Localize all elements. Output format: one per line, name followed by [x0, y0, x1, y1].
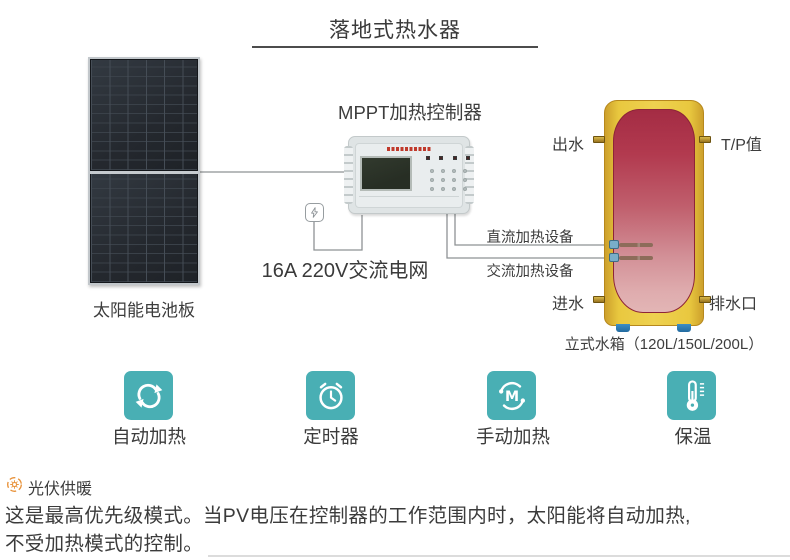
dc-heater-element-cap: [609, 240, 619, 249]
tank-caption: 立式水箱（120L/150L/200L）: [564, 336, 764, 353]
controller-label: MPPT加热控制器: [338, 102, 482, 123]
feature-manual-heating-label: 手动加热: [475, 426, 550, 447]
lightning-icon: [305, 203, 324, 222]
controller-indicator-leds: [426, 156, 470, 160]
note-body-line1: 这是最高优先级模式。当PV电压在控制器的工作范围内时，太阳能将自动加热,: [5, 505, 691, 527]
ac-heater-element-cap: [609, 253, 619, 262]
outlet-fitting: [593, 136, 605, 143]
mppt-controller-device: [344, 136, 474, 214]
tank-foot-right: [677, 324, 691, 332]
controller-lcd-screen: [360, 156, 412, 191]
solar-cells-upper: [91, 60, 197, 170]
controller-heatsink-right: [465, 146, 474, 204]
note-body-line2: 不受加热模式的控制。: [5, 533, 204, 555]
solar-panel-divider: [90, 171, 198, 174]
controller-panel-divider: [359, 196, 459, 197]
sun-icon: [6, 476, 23, 493]
tank-foot-left: [616, 324, 630, 332]
sync-icon: [124, 371, 173, 420]
water-tank-body: [613, 109, 695, 313]
dc-heater-element-rod: [619, 243, 653, 247]
feature-auto-heating-label: 自动加热: [111, 426, 186, 447]
manual-mode-icon: M: [487, 371, 536, 420]
thermometer-icon: [667, 371, 716, 420]
feature-timer-label: 定时器: [303, 426, 359, 447]
controller-heatsink-left: [344, 146, 353, 204]
drain-fitting: [699, 296, 711, 303]
ac-heater-label: 交流加热设备: [486, 264, 574, 280]
alarm-clock-icon: [306, 371, 355, 420]
tank-outlet-label: 出水: [551, 137, 584, 154]
controller-brand-marking: [387, 147, 431, 151]
feature-insulation-label: 保温: [674, 426, 712, 447]
tank-tp-label: T/P值: [721, 137, 762, 154]
ac-heater-element-rod: [619, 256, 653, 260]
solar-cells-lower: [91, 172, 197, 282]
inlet-fitting: [593, 296, 605, 303]
svg-text:M: M: [504, 389, 518, 405]
bottom-divider: [208, 555, 790, 557]
note-heading: 光伏供暖: [28, 481, 93, 498]
controller-front-face: [355, 143, 470, 208]
tp-valve-fitting: [699, 136, 711, 143]
title-underline: [252, 46, 538, 48]
solar-panel-label: 太阳能电池板: [93, 301, 195, 320]
tank-inlet-label: 进水: [551, 296, 584, 313]
page-title: 落地式热水器: [329, 19, 461, 42]
tank-drain-label: 排水口: [709, 296, 758, 313]
dc-heater-label: 直流加热设备: [486, 230, 574, 246]
solar-panel-image: [88, 57, 200, 285]
ac-grid-label: 16A 220V交流电网: [261, 260, 429, 282]
controller-buttons: [426, 166, 470, 194]
water-tank: [604, 100, 704, 326]
